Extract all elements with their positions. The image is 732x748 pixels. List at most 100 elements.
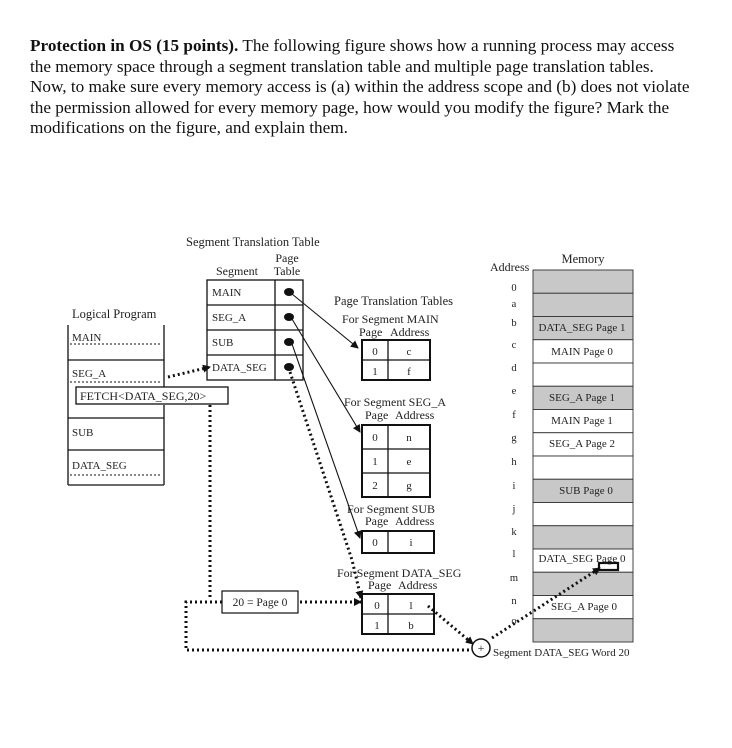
pt-dataseg-r1-page: 1 xyxy=(374,620,380,632)
page-col-header-line2: Table xyxy=(274,264,300,278)
address-label: g xyxy=(511,433,517,444)
memory-column xyxy=(532,269,634,643)
address-label: a xyxy=(512,299,517,310)
mem-page-sega-1: SEG_A Page 1 xyxy=(549,392,615,404)
segment-col-header: Segment xyxy=(216,264,259,278)
pt-sega-r0-addr: n xyxy=(406,432,412,444)
pt-sega-r2-page: 2 xyxy=(372,480,378,492)
pt-main-r0-page: 0 xyxy=(372,346,378,358)
pt-sega-r1-page: 1 xyxy=(372,456,378,468)
pt-sega-table xyxy=(361,424,431,498)
segment-row-data-seg: DATA_SEG xyxy=(212,362,267,374)
address-label: i xyxy=(513,481,516,492)
pt-sega-r2-addr: g xyxy=(406,480,412,492)
pt-dataseg-table xyxy=(361,593,435,635)
sub-pointer-arrow xyxy=(291,343,362,539)
memory-cell-free xyxy=(532,571,634,596)
pt-main-r1-addr: f xyxy=(407,366,411,378)
pt-main-col-address: Address xyxy=(390,325,430,339)
mem-page-sub-0: SUB Page 0 xyxy=(559,485,613,497)
question-heading: Protection in OS (15 points). xyxy=(30,36,239,55)
offset-label: 20 = Page 0 xyxy=(233,597,288,609)
target-word-marker xyxy=(597,561,620,572)
memory-cell-used xyxy=(532,455,634,480)
mem-page-sega-0: SEG_A Page 0 xyxy=(551,601,618,613)
pt-dataseg-name: For Segment DATA_SEG xyxy=(337,566,462,580)
offset-bypass-path xyxy=(184,600,473,652)
pt-main-table xyxy=(361,339,431,381)
logical-to-segment-arrow xyxy=(167,364,211,379)
pt-sub-name: For Segment SUB xyxy=(347,502,435,516)
address-label: l xyxy=(513,549,516,560)
pt-sub-r0-page: 0 xyxy=(372,537,378,549)
pt-sega-col-page: Page xyxy=(365,408,388,422)
pointer-dot-main xyxy=(284,288,294,296)
pt-main-r0-addr: c xyxy=(407,346,412,358)
pt-main-col-page: Page xyxy=(359,325,382,339)
question-body: The following figure shows how a running… xyxy=(30,36,690,137)
memory-title: Memory xyxy=(561,252,605,266)
address-label: 0 xyxy=(511,283,516,294)
pt-sega-r0-page: 0 xyxy=(372,432,378,444)
logical-segment-seg-a: SEG_A xyxy=(72,368,106,380)
result-label: Segment DATA_SEG Word 20 xyxy=(493,647,630,659)
pt-dataseg-col-address: Address xyxy=(398,578,438,592)
pt-sub-r0-addr: i xyxy=(409,537,412,549)
dataseg-pointer-path xyxy=(288,371,364,599)
address-label: c xyxy=(512,340,517,351)
memory-cell-used xyxy=(532,362,634,387)
segment-table-title: Segment Translation Table xyxy=(186,235,320,249)
adder-circle xyxy=(471,638,491,658)
pt-sub-table xyxy=(361,530,435,554)
address-title: Address xyxy=(490,260,530,274)
memory-cell-free xyxy=(532,292,634,317)
address-label: n xyxy=(511,596,517,607)
mem-page-main-1: MAIN Page 1 xyxy=(551,415,613,427)
sega-pointer-arrow xyxy=(291,318,361,433)
mem-page-sega-2: SEG_A Page 2 xyxy=(549,438,615,450)
address-label: e xyxy=(512,386,517,397)
question-text: Protection in OS (15 points). The follow… xyxy=(30,36,690,139)
logical-segment-data-seg: DATA_SEG xyxy=(72,460,127,472)
pt-dataseg-col-page: Page xyxy=(368,578,391,592)
address-label: j xyxy=(512,504,516,515)
main-pointer-arrow xyxy=(291,293,359,349)
memory-cell-used xyxy=(532,502,634,527)
adder-symbol: + xyxy=(478,641,485,655)
address-label: m xyxy=(510,573,518,584)
fetch-instruction: FETCH<DATA_SEG,20> xyxy=(80,389,206,403)
pt-sub-col-address: Address xyxy=(395,514,435,528)
segment-row-seg-a: SEG_A xyxy=(212,312,246,324)
page-col-header-line1: Page xyxy=(275,251,298,265)
pt-sega-r1-addr: e xyxy=(407,456,412,468)
address-label: o xyxy=(511,616,516,627)
pointer-dot-data-seg xyxy=(284,363,294,371)
segment-row-sub: SUB xyxy=(212,337,233,349)
logical-program-title: Logical Program xyxy=(72,307,157,321)
mem-page-dataseg-1: DATA_SEG Page 1 xyxy=(538,322,625,334)
pt-dataseg-r0-addr: l xyxy=(409,600,412,612)
memory-cell-free xyxy=(532,525,634,550)
address-label: f xyxy=(512,410,516,421)
offset-box xyxy=(221,590,299,614)
address-label: d xyxy=(511,363,517,374)
pointer-dot-seg-a xyxy=(284,313,294,321)
segment-row-main: MAIN xyxy=(212,287,241,299)
page-tables-title: Page Translation Tables xyxy=(334,294,453,308)
address-label: h xyxy=(511,457,517,468)
pointer-dot-sub xyxy=(284,338,294,346)
memory-cell-free xyxy=(532,269,634,294)
logical-segment-main: MAIN xyxy=(72,332,101,344)
address-label: b xyxy=(511,318,516,329)
pt-sub-col-page: Page xyxy=(365,514,388,528)
segment-table xyxy=(206,279,304,381)
logical-program-box xyxy=(67,325,229,486)
pt-main-name: For Segment MAIN xyxy=(342,312,439,326)
pt-dataseg-r0-page: 0 xyxy=(374,600,380,612)
logical-segment-sub: SUB xyxy=(72,427,93,439)
mem-page-main-0: MAIN Page 0 xyxy=(551,346,613,358)
pt-dataseg-r1-addr: b xyxy=(408,620,414,632)
adder-to-memory-path xyxy=(491,566,601,640)
